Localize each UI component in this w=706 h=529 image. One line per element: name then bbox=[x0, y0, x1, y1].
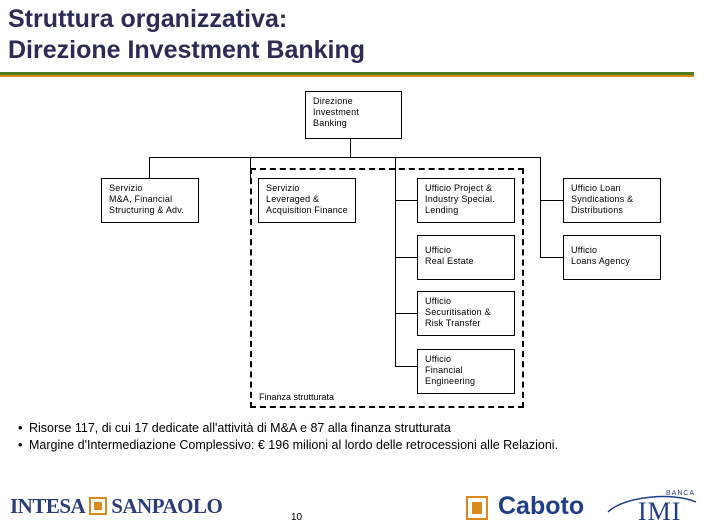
imi-swoosh-icon bbox=[607, 495, 697, 513]
org-box-ufficio-loans-agency: Ufficio Loans Agency bbox=[563, 235, 661, 280]
org-box-servizio-leveraged: Servizio Leveraged & Acquisition Finance bbox=[258, 178, 356, 223]
bullet-risorse: Risorse 117, di cui 17 dedicate all'atti… bbox=[18, 419, 558, 437]
org-box-ufficio-real-estate: Ufficio Real Estate bbox=[417, 235, 515, 280]
connector-to-securitisation bbox=[395, 313, 417, 314]
org-box-root: Direzione Investment Banking bbox=[305, 91, 402, 139]
bullet-margine: Margine d'Intermediazione Complessivo: €… bbox=[18, 436, 558, 454]
caboto-logo: Caboto bbox=[498, 492, 585, 520]
intesa-sanpaolo-logo: INTESA SANPAOLO bbox=[10, 494, 223, 519]
caboto-mark-icon bbox=[466, 496, 488, 520]
connector-root-down bbox=[350, 139, 351, 158]
page-title-line2: Direzione Investment Banking bbox=[8, 36, 366, 64]
connector-to-project bbox=[395, 200, 417, 201]
connector-to-loans-agency bbox=[540, 257, 563, 258]
title-rule-green bbox=[0, 72, 694, 75]
connector-to-servizio-leveraged bbox=[250, 157, 251, 178]
page-title: Struttura organizzativa: Direzione Inves… bbox=[8, 4, 365, 66]
connector-to-financial-eng bbox=[395, 366, 417, 367]
intesa-logo-text: INTESA bbox=[10, 494, 86, 518]
finanza-strutturata-group bbox=[250, 168, 524, 408]
imi-logo-banca: BANCA bbox=[666, 490, 696, 497]
finanza-strutturata-label: Finanza strutturata bbox=[259, 392, 335, 402]
connector-left-vertical bbox=[395, 157, 396, 367]
sanpaolo-logo-text: SANPAOLO bbox=[111, 494, 223, 518]
org-box-servizio-ma: Servizio M&A, Financial Structuring & Ad… bbox=[101, 178, 199, 223]
org-box-ufficio-securitisation: Ufficio Securitisation & Risk Transfer bbox=[417, 291, 515, 336]
org-box-ufficio-loan-synd: Ufficio Loan Syndications & Distribution… bbox=[563, 178, 661, 223]
connector-to-real-estate bbox=[395, 257, 417, 258]
title-rule-orange bbox=[0, 75, 694, 77]
intesa-mark-icon bbox=[89, 497, 108, 515]
connector-horizontal-bus bbox=[149, 157, 541, 158]
connector-to-servizio-ma bbox=[149, 157, 150, 178]
org-box-ufficio-financial-eng: Ufficio Financial Engineering bbox=[417, 349, 515, 394]
connector-right-vertical bbox=[540, 157, 541, 258]
page-title-line1: Struttura organizzativa: bbox=[8, 5, 288, 33]
summary-bullets: Risorse 117, di cui 17 dedicate all'atti… bbox=[18, 419, 558, 454]
page-number: 10 bbox=[291, 512, 303, 523]
connector-to-loan-synd bbox=[540, 200, 563, 201]
imi-logo: IMI bbox=[638, 497, 682, 526]
org-box-ufficio-project: Ufficio Project & Industry Special. Lend… bbox=[417, 178, 515, 223]
